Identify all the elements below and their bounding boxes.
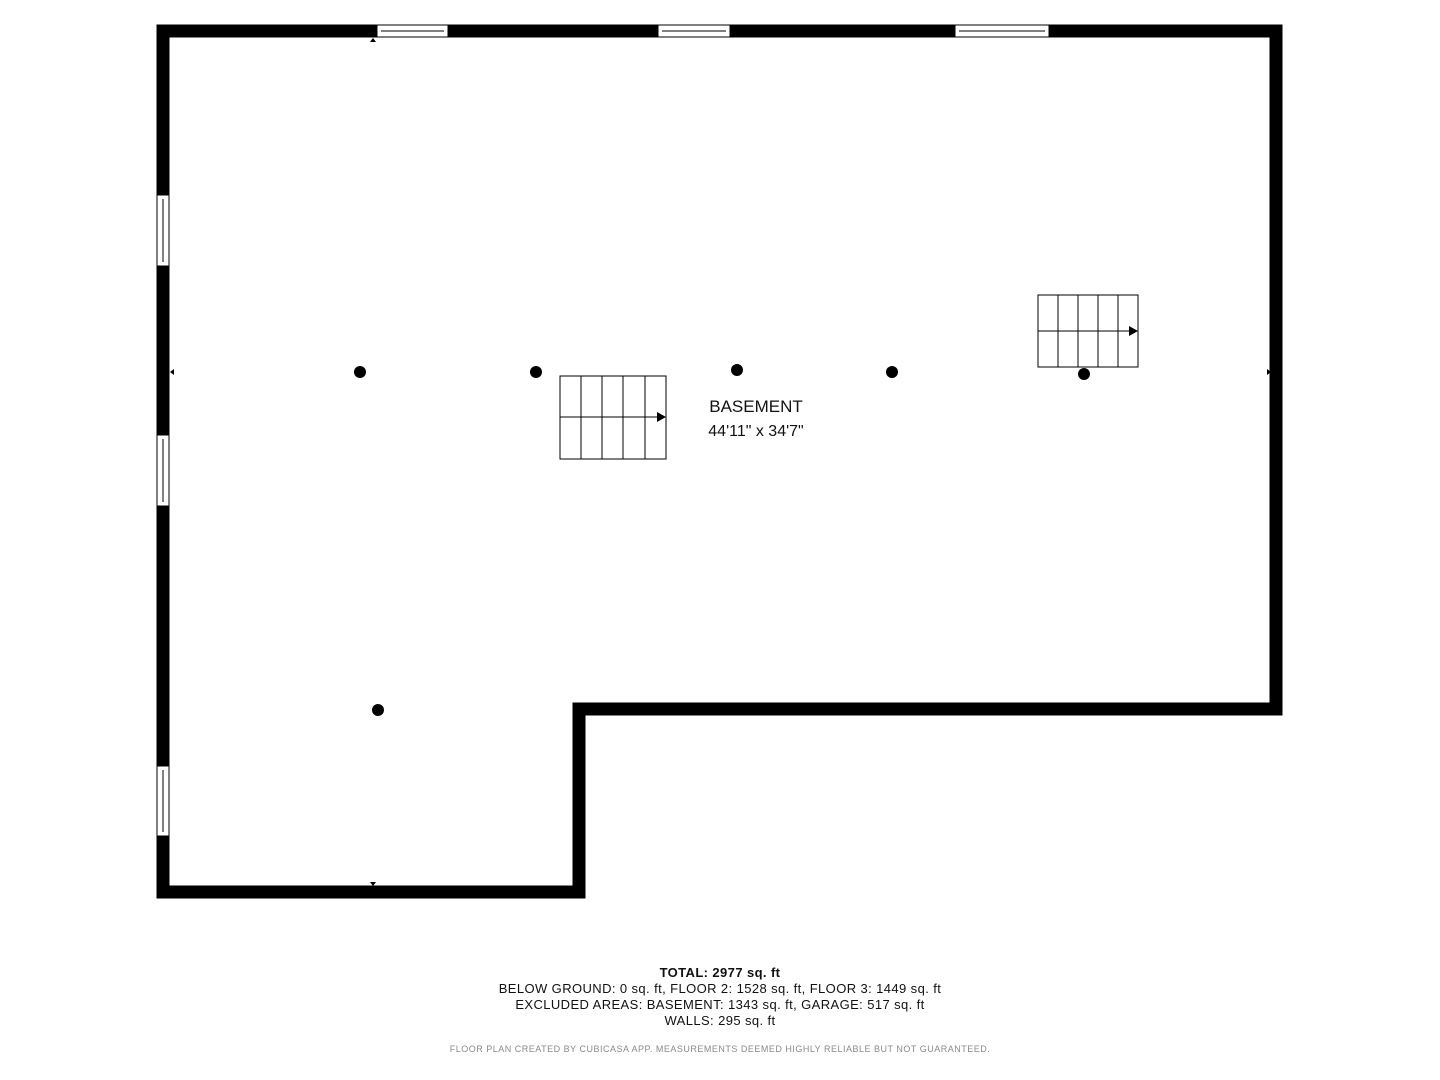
support-post [1078, 368, 1090, 380]
window-left-1 [156, 194, 170, 267]
stair-arrow-icon [657, 412, 666, 422]
total-area: TOTAL: 2977 sq. ft [659, 965, 781, 980]
wall-marker-left [170, 369, 174, 375]
staircase-right [1037, 294, 1139, 368]
window-top-2 [657, 24, 731, 38]
staircase-center [559, 375, 667, 460]
support-post [372, 704, 384, 716]
area-summary: TOTAL: 2977 sq. ft BELOW GROUND: 0 sq. f… [0, 965, 1440, 1029]
support-post [354, 366, 366, 378]
window-left-3 [156, 765, 170, 837]
disclaimer: FLOOR PLAN CREATED BY CUBICASA APP. MEAS… [449, 1044, 991, 1054]
stair-arrow-icon [1129, 326, 1138, 336]
wall-marker-bottom [370, 882, 376, 886]
window-top-1 [376, 24, 449, 38]
support-post [886, 366, 898, 378]
window-left-2 [156, 434, 170, 507]
wall-marker-top [370, 38, 376, 42]
floor-areas: BELOW GROUND: 0 sq. ft, FLOOR 2: 1528 sq… [498, 981, 942, 996]
excluded-areas: EXCLUDED AREAS: BASEMENT: 1343 sq. ft, G… [515, 997, 925, 1012]
exterior-wall [156, 24, 1283, 899]
window-top-3 [954, 24, 1050, 38]
support-post [530, 366, 542, 378]
room-dimensions: 44'11" x 34'7" [708, 423, 803, 440]
room-name: BASEMENT [709, 397, 803, 416]
support-post [731, 364, 743, 376]
walls-area: WALLS: 295 sq. ft [664, 1013, 776, 1028]
wall-marker-right [1267, 369, 1271, 375]
